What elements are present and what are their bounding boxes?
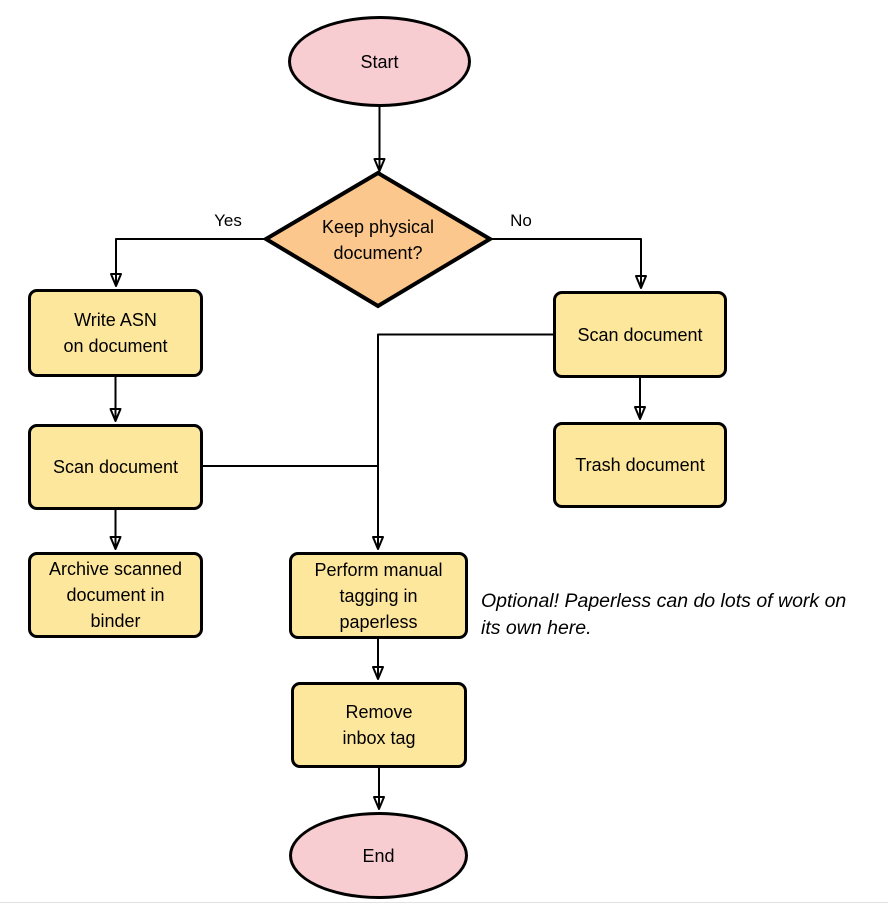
node-write-asn-label: Write ASN on document <box>63 310 168 356</box>
node-scan-document-left: Scan document <box>28 424 203 510</box>
node-start: Start <box>288 16 471 107</box>
node-archive-in-binder: Archive scanned document in binder <box>28 552 203 638</box>
node-write-asn: Write ASN on document <box>28 289 203 377</box>
bottom-divider <box>0 902 888 903</box>
node-scan-document-right-label: Scan document <box>577 324 703 345</box>
node-scan-document-left-label: Scan document <box>52 457 179 477</box>
node-decision-label: Keep physical document? <box>321 217 435 263</box>
decision-shape <box>262 170 494 309</box>
node-start-label: Start <box>360 51 399 72</box>
node-end-label: End <box>362 845 395 866</box>
node-end: End <box>289 812 468 899</box>
node-remove-inbox-tag: Remove inbox tag <box>291 682 467 768</box>
node-trash-document-label: Trash document <box>575 455 705 475</box>
edge-decision-to-scan-right <box>490 238 647 289</box>
edge-label-no: No <box>507 211 535 231</box>
node-remove-inbox-tag-label: Remove inbox tag <box>342 702 416 748</box>
edge-decision-to-write-asn <box>110 238 266 287</box>
annotation-note: Optional! Paperless can do lots of work … <box>481 590 847 639</box>
edge-label-yes: Yes <box>211 211 245 231</box>
edge-scan-right-to-tagging <box>372 333 553 550</box>
node-manual-tagging: Perform manual tagging in paperless <box>289 552 468 639</box>
node-scan-document-right: Scan document <box>553 291 727 378</box>
node-archive-in-binder-label: Archive scanned document in binder <box>48 559 183 631</box>
node-trash-document: Trash document <box>553 422 727 508</box>
node-manual-tagging-label: Perform manual tagging in paperless <box>314 559 443 632</box>
